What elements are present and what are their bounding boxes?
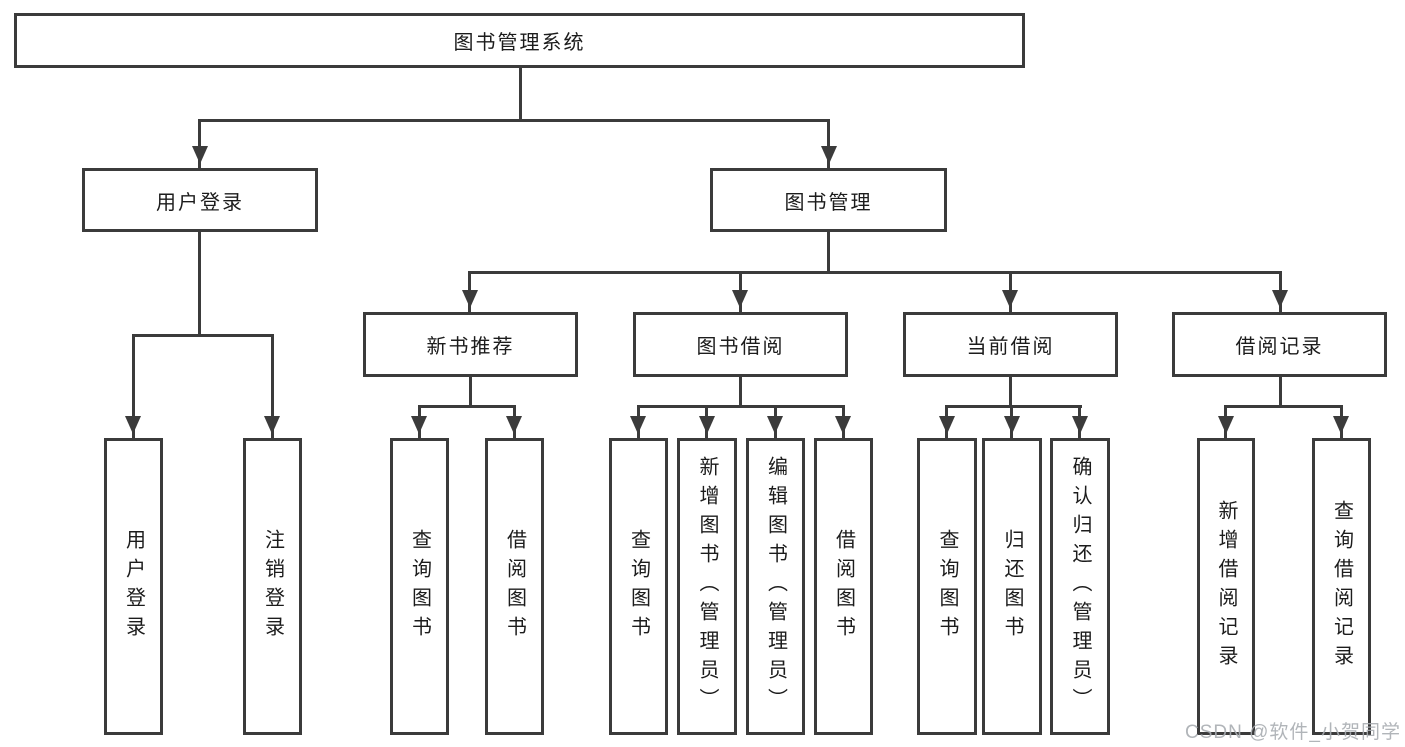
arrowhead-down-icon [835, 416, 851, 434]
connector-line [827, 119, 830, 168]
node-recommend-borrow-books: 借阅图书 [485, 438, 544, 735]
connector-line [198, 119, 830, 122]
connector-line [271, 334, 274, 438]
connector-line [1279, 377, 1282, 408]
node-recommend-query-books: 查询图书 [390, 438, 449, 735]
arrowhead-down-icon [630, 416, 646, 434]
node-borrow-add-books-admin: 新增图书（管理员） [677, 438, 737, 735]
connector-line [827, 232, 830, 273]
connector-line [132, 334, 135, 438]
arrowhead-down-icon [411, 416, 427, 434]
arrowhead-down-icon [1004, 416, 1020, 434]
arrowhead-down-icon [192, 146, 208, 164]
arrowhead-down-icon [462, 290, 478, 308]
arrowhead-down-icon [1072, 416, 1088, 434]
arrowhead-down-icon [1272, 290, 1288, 308]
connector-line [739, 377, 742, 408]
arrowhead-down-icon [732, 290, 748, 308]
connector-line [198, 119, 201, 168]
arrowhead-down-icon [1002, 290, 1018, 308]
node-borrow-records: 借阅记录 [1172, 312, 1387, 377]
node-book-borrow: 图书借阅 [633, 312, 848, 377]
connector-line [1009, 377, 1012, 408]
node-book-management: 图书管理 [710, 168, 947, 232]
node-current-query-books: 查询图书 [917, 438, 977, 735]
connector-line [637, 405, 845, 408]
node-records-add-record: 新增借阅记录 [1197, 438, 1255, 735]
connector-line [469, 377, 472, 408]
arrowhead-down-icon [939, 416, 955, 434]
node-new-book-recommend: 新书推荐 [363, 312, 578, 377]
connector-line [132, 334, 274, 337]
watermark-text: CSDN @软件_小贺同学 [1185, 722, 1401, 743]
node-current-borrow: 当前借阅 [903, 312, 1118, 377]
arrowhead-down-icon [767, 416, 783, 434]
arrowhead-down-icon [821, 146, 837, 164]
arrowhead-down-icon [699, 416, 715, 434]
connector-line [198, 232, 201, 334]
node-current-confirm-return-admin: 确认归还（管理员） [1050, 438, 1110, 735]
node-root: 图书管理系统 [14, 13, 1025, 68]
arrowhead-down-icon [1333, 416, 1349, 434]
arrowhead-down-icon [125, 416, 141, 434]
arrowhead-down-icon [1218, 416, 1234, 434]
node-current-return-books: 归还图书 [982, 438, 1042, 735]
connector-line [1224, 405, 1343, 408]
connector-line [418, 405, 516, 408]
node-borrow-borrow-books: 借阅图书 [814, 438, 873, 735]
node-login-logout: 注销登录 [243, 438, 302, 735]
connector-line [468, 271, 1282, 274]
arrowhead-down-icon [264, 416, 280, 434]
node-records-query-record: 查询借阅记录 [1312, 438, 1371, 735]
connector-line [519, 68, 522, 121]
node-borrow-query-books: 查询图书 [609, 438, 668, 735]
node-user-login: 用户登录 [82, 168, 318, 232]
connector-line [945, 405, 1082, 408]
node-borrow-edit-books-admin: 编辑图书（管理员） [746, 438, 805, 735]
arrowhead-down-icon [506, 416, 522, 434]
node-login-user-login: 用户登录 [104, 438, 163, 735]
